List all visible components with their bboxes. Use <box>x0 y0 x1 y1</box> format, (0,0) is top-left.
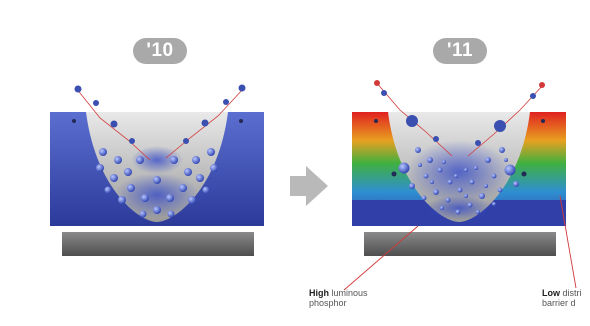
corner-dot <box>239 119 243 123</box>
callout-low-line1: distri <box>562 288 582 298</box>
light-glow <box>425 196 493 220</box>
substrate-gap <box>364 226 556 232</box>
emitted-photon <box>74 85 82 93</box>
corner-dot <box>541 119 545 123</box>
corner-dot <box>374 119 378 123</box>
emitted-photon <box>381 90 387 96</box>
substrate-gap <box>62 226 254 232</box>
emitted-photon <box>129 138 135 144</box>
phosphor-particles <box>398 147 519 215</box>
emitted-photon <box>406 115 418 127</box>
corner-dot <box>72 119 76 123</box>
corner-dot <box>521 171 527 177</box>
callout-high-line1: luminous <box>331 288 368 298</box>
light-ray <box>165 87 245 159</box>
callout-low-bold: Low <box>542 288 560 298</box>
callout-leader-high <box>343 225 419 291</box>
callout-high-line2: phosphor <box>309 298 347 308</box>
callout-low-line2: barrier d <box>542 298 576 308</box>
year-badge-2011: '11 <box>433 38 487 64</box>
emitted-photon <box>374 80 380 86</box>
emitted-photon <box>475 140 481 146</box>
callout-high-bold: High <box>309 288 329 298</box>
light-glow <box>131 146 183 174</box>
phosphor-particles <box>96 148 218 218</box>
callout-leader-low <box>559 195 577 289</box>
light-glow <box>115 173 199 217</box>
emitted-photon <box>183 138 189 144</box>
emitted-photon <box>238 84 246 92</box>
emitted-photon <box>110 120 118 128</box>
emitted-photon <box>201 119 209 127</box>
callout-low-barrier: Low distri barrier d <box>542 288 588 308</box>
emitted-photon <box>223 99 229 105</box>
emitted-photon <box>539 82 545 88</box>
light-ray <box>75 87 151 161</box>
substrate-bar <box>62 232 254 256</box>
emitted-photon <box>494 120 506 132</box>
year-badge-2010: '10 <box>133 38 187 64</box>
right-arrow-icon <box>290 166 328 206</box>
led-package-2011 <box>352 80 566 256</box>
emitted-photon <box>93 100 99 106</box>
light-glow <box>407 140 511 204</box>
callout-high-luminous-phosphor: High luminous phosphor <box>309 288 369 308</box>
led-package-2010 <box>50 84 264 256</box>
emitted-photon <box>530 93 536 99</box>
substrate-bar <box>364 232 556 256</box>
emitted-photon <box>433 136 439 142</box>
corner-dot <box>391 171 397 177</box>
